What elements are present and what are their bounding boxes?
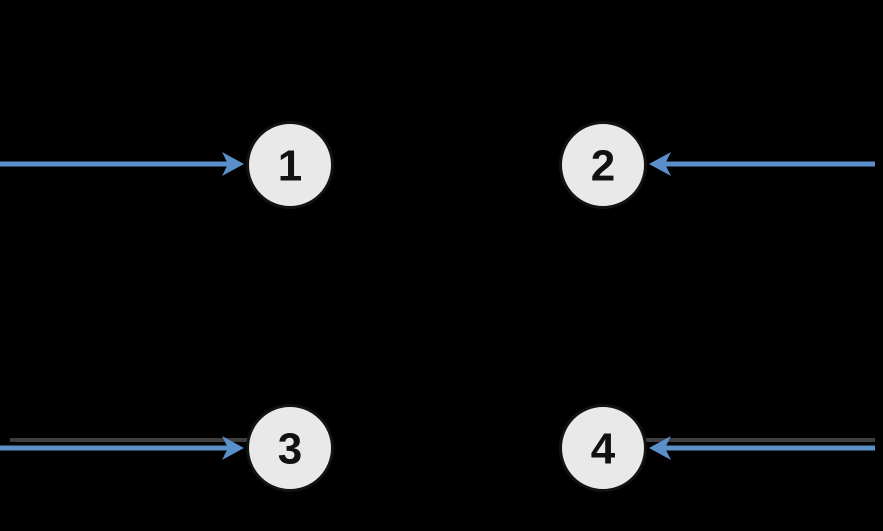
node-3-circle[interactable]: [246, 404, 334, 492]
node-2-circle[interactable]: [559, 121, 647, 209]
arrow-into-node-1-head[interactable]: [222, 152, 244, 176]
node-1[interactable]: 1: [246, 121, 334, 209]
node-1-label: 1: [278, 142, 302, 191]
arrow-heads-group: [222, 152, 671, 460]
arrow-into-node-3-head[interactable]: [222, 436, 244, 460]
node-3-label: 3: [278, 425, 302, 474]
node-4[interactable]: 4: [559, 404, 647, 492]
node-4-label: 4: [591, 425, 616, 474]
node-2[interactable]: 2: [559, 121, 647, 209]
arrow-shafts-group: [0, 161, 875, 451]
node-2-label: 2: [591, 142, 615, 191]
node-3[interactable]: 3: [246, 404, 334, 492]
arrow-into-node-2-head[interactable]: [649, 152, 671, 176]
arrow-into-node-4-head[interactable]: [649, 436, 671, 460]
node-4-circle[interactable]: [559, 404, 647, 492]
node-1-circle[interactable]: [246, 121, 334, 209]
